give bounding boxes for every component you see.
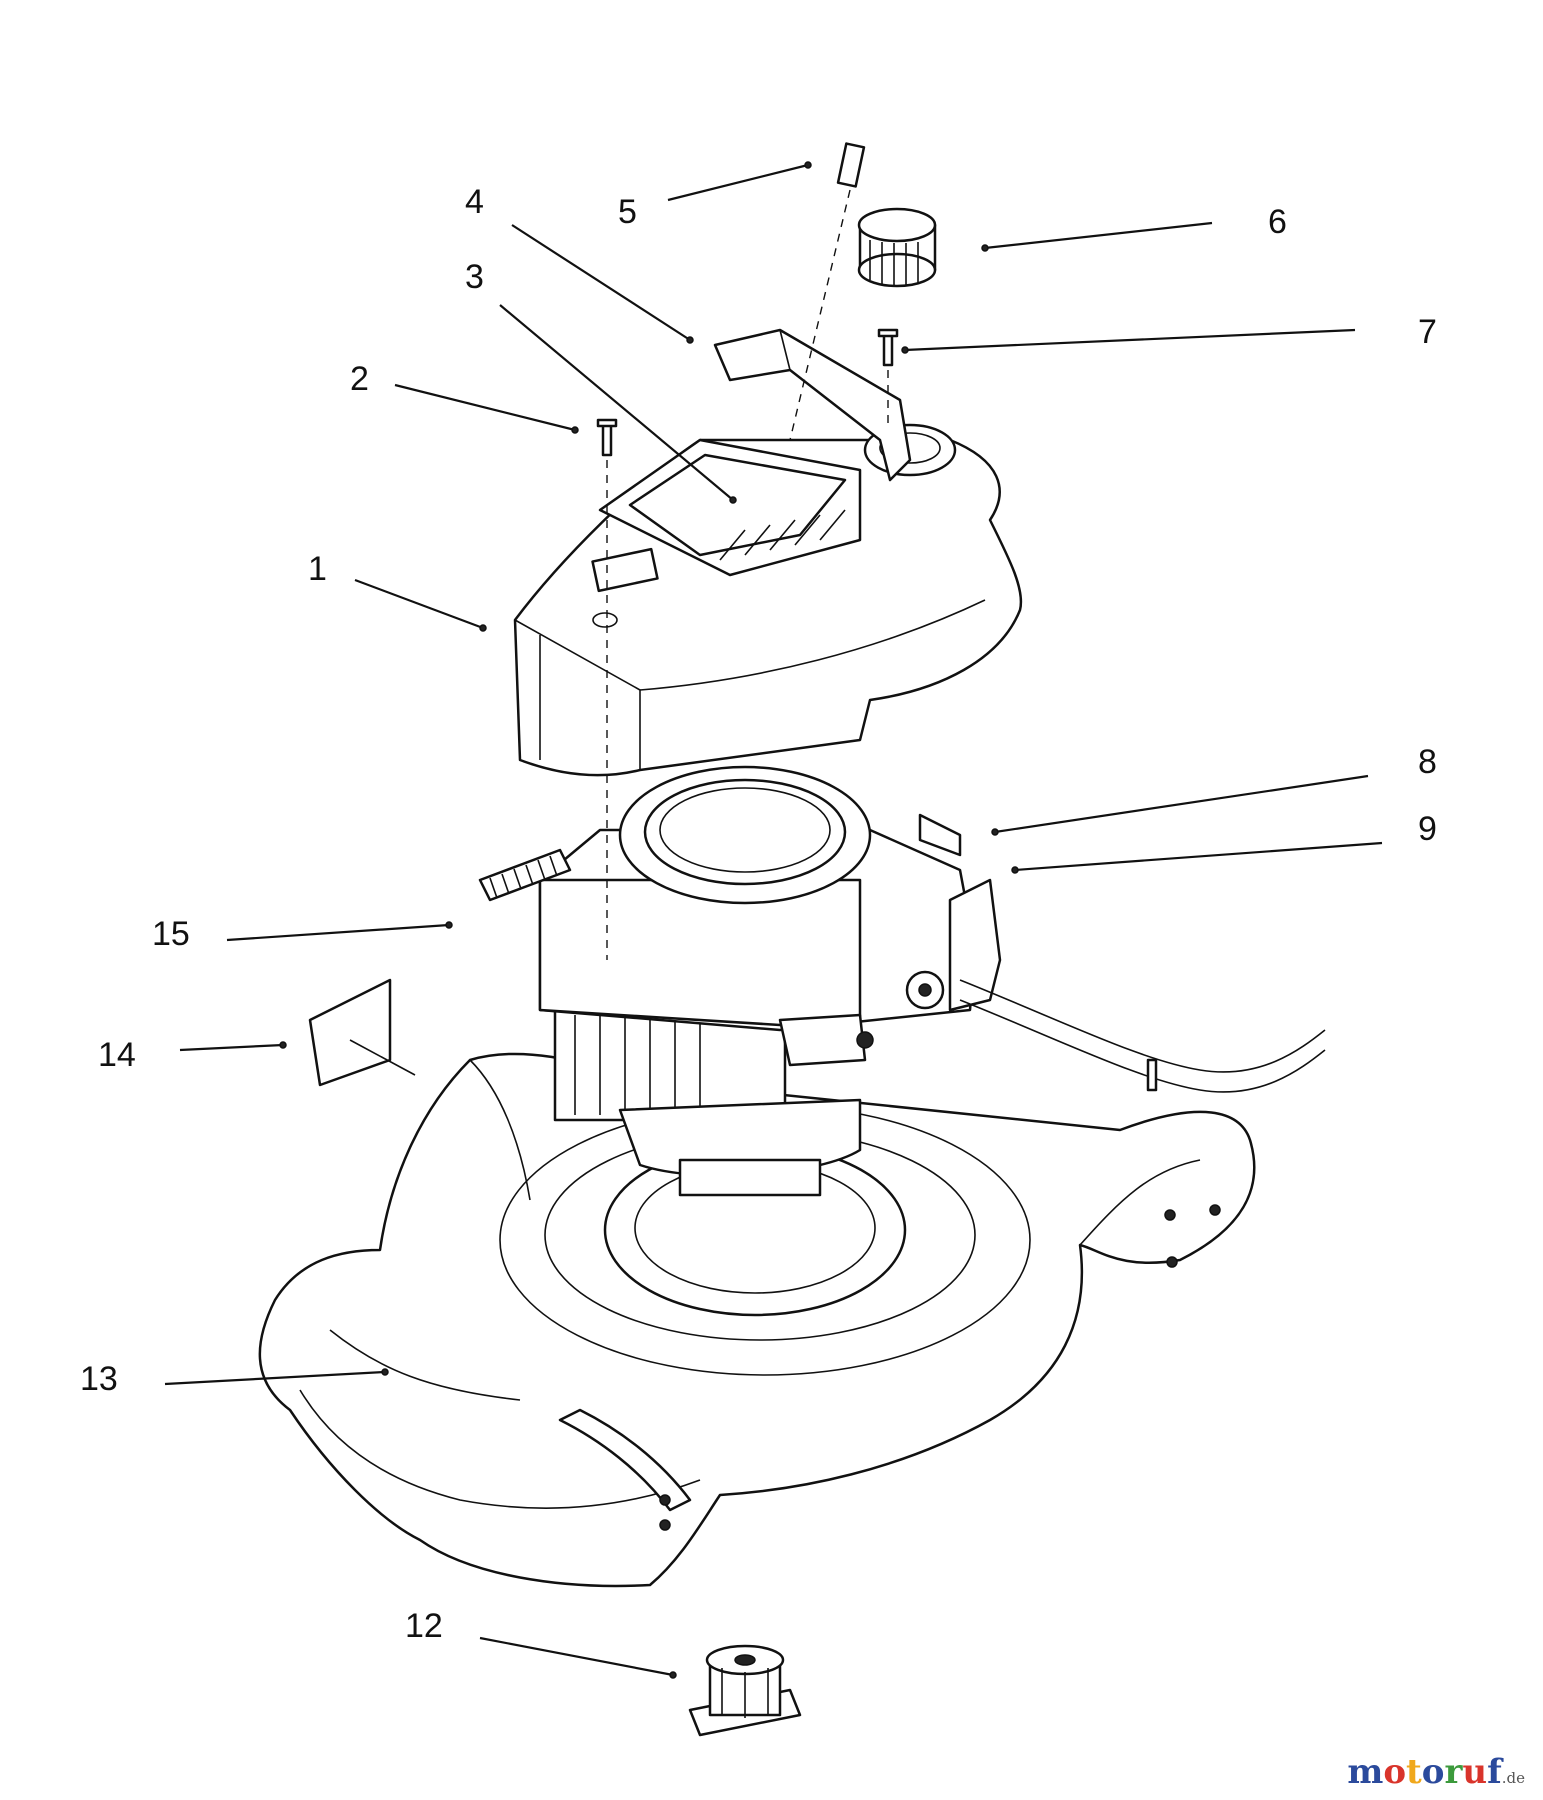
callout-8: 8 [1418, 743, 1437, 781]
logo-letter: t [1406, 1752, 1422, 1792]
assembly-lines [606, 189, 889, 960]
fuel-cap [857, 207, 937, 288]
logo-letter: f [1487, 1752, 1502, 1792]
callout-6: 6 [1268, 203, 1287, 241]
callout-12: 12 [405, 1607, 443, 1645]
logo-letter: o [1421, 1752, 1445, 1792]
callout-labels: 1 2 3 4 5 6 7 8 9 12 13 14 15 [80, 183, 1437, 1645]
callout-2: 2 [350, 360, 369, 398]
logo-letter: r [1444, 1752, 1463, 1792]
engine-shroud [513, 423, 1023, 777]
label-plate [628, 453, 847, 557]
screw-right [877, 328, 899, 367]
callout-3: 3 [465, 258, 484, 296]
fuel-tube [836, 142, 866, 188]
motoruf-logo: motoruf.de [1347, 1752, 1525, 1792]
logo-suffix: .de [1501, 1769, 1525, 1787]
screw-left [596, 418, 618, 457]
callout-4: 4 [465, 183, 484, 221]
spring [478, 848, 572, 902]
callout-1: 1 [308, 550, 327, 588]
callout-7: 7 [1418, 313, 1437, 351]
logo-letter: o [1383, 1752, 1407, 1792]
callout-15: 15 [152, 915, 190, 953]
callout-9: 9 [1418, 810, 1437, 848]
bracket [308, 978, 416, 1087]
callout-5: 5 [618, 193, 637, 231]
leader-lines [164, 161, 1383, 1679]
callout-13: 13 [80, 1360, 118, 1398]
carry-handle [713, 328, 912, 482]
engine-assembly [538, 765, 1326, 1197]
callout-14: 14 [98, 1036, 136, 1074]
logo-letter: m [1347, 1752, 1384, 1792]
logo-letter: u [1462, 1752, 1488, 1792]
blade-adapter [688, 1644, 802, 1737]
